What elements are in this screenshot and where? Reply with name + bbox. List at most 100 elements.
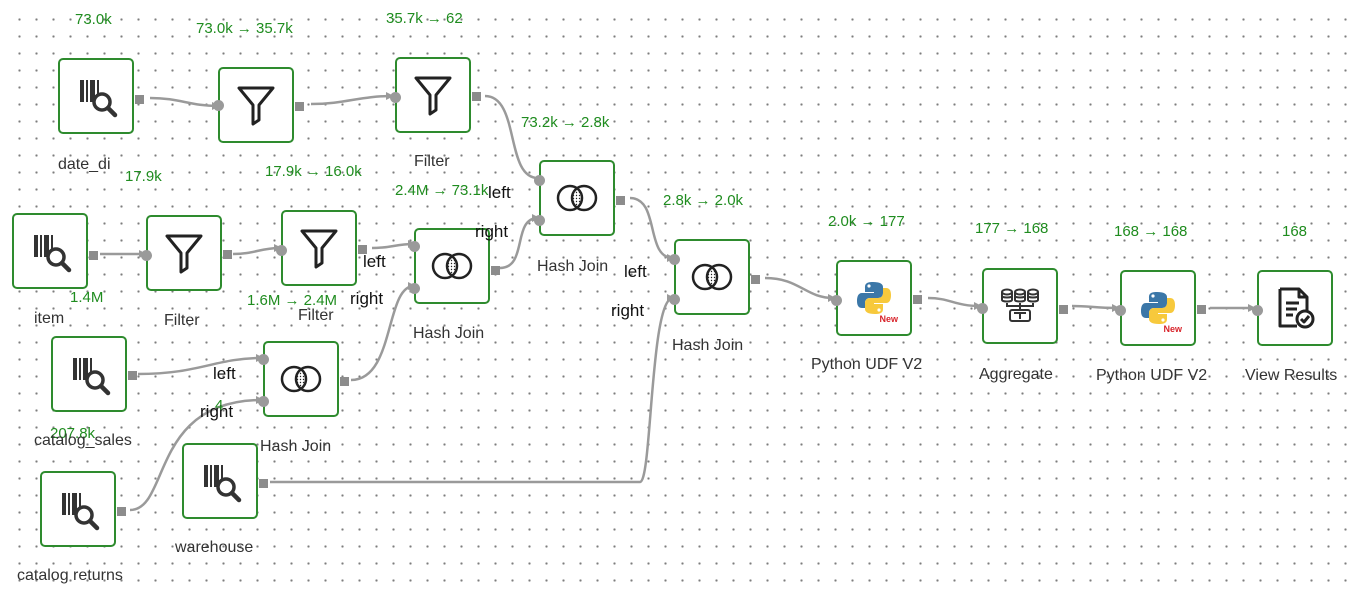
input-port[interactable] [213, 100, 224, 111]
table-scan-icon [26, 227, 74, 275]
node-label: date_di [58, 156, 111, 173]
node-stat: 1.6M → 2.4M [247, 292, 338, 309]
input-port-left[interactable] [409, 241, 420, 252]
output-port[interactable] [472, 92, 481, 101]
input-port[interactable] [831, 295, 842, 306]
table-scan-icon [72, 72, 120, 120]
node-stat: 2.4M → 73.1k [395, 182, 489, 199]
node-catalog-returns[interactable] [40, 471, 126, 547]
output-port[interactable] [295, 102, 304, 111]
output-port[interactable] [340, 377, 349, 386]
output-port[interactable] [1059, 305, 1068, 314]
node-stat: 35.7k → 62 [386, 10, 463, 27]
output-port[interactable] [491, 266, 500, 275]
port-label-right: right [200, 402, 234, 421]
input-port[interactable] [141, 250, 152, 261]
node-hash-join[interactable] [669, 239, 760, 315]
node-stat: 1.4M [70, 289, 104, 306]
node-label: item [34, 310, 65, 327]
node-filter[interactable] [276, 210, 367, 286]
filter-icon [236, 84, 276, 126]
node-stat: 2.0k → 177 [828, 213, 905, 230]
output-port[interactable] [358, 245, 367, 254]
node-hash-join[interactable] [534, 160, 625, 236]
output-port[interactable] [135, 95, 144, 104]
new-badge: New [1163, 324, 1182, 334]
port-label-left: left [363, 252, 386, 271]
node-stat: 207.8k [50, 425, 96, 442]
view-results-icon [1275, 286, 1315, 330]
node-view-results[interactable] [1252, 270, 1333, 346]
node-date-dim[interactable] [58, 58, 144, 134]
input-port-right[interactable] [258, 396, 269, 407]
port-label-left: left [488, 183, 511, 202]
node-catalog-sales[interactable] [51, 336, 137, 412]
node-stat: 168 → 168 [1114, 223, 1188, 240]
node-stat: 73.0k → 35.7k [196, 20, 293, 37]
node-stat: 17.9k [125, 168, 162, 185]
new-badge: New [879, 314, 898, 324]
node-label: Python UDF V2 [811, 356, 923, 373]
output-port[interactable] [1197, 305, 1206, 314]
node-stat: 17.9k → 16.0k [265, 163, 362, 180]
venn-join-icon [278, 363, 324, 395]
output-port[interactable] [259, 479, 268, 488]
input-port-left[interactable] [258, 354, 269, 365]
node-label: Hash Join [260, 438, 332, 455]
input-port-right[interactable] [534, 215, 545, 226]
node-stat: 168 [1282, 223, 1308, 240]
input-port[interactable] [390, 92, 401, 103]
node-filter[interactable] [141, 215, 232, 291]
node-label: Hash Join [413, 325, 485, 342]
input-port-right[interactable] [669, 294, 680, 305]
node-label: Hash Join [672, 337, 744, 354]
output-port[interactable] [89, 251, 98, 260]
port-label-left: left [213, 364, 236, 383]
input-port-right[interactable] [409, 283, 420, 294]
input-port[interactable] [1252, 305, 1263, 316]
output-port[interactable] [117, 507, 126, 516]
input-port[interactable] [276, 245, 287, 256]
python-icon [856, 280, 892, 316]
node-label: warehouse [175, 539, 254, 556]
node-label: Python UDF V2 [1096, 367, 1208, 384]
output-port[interactable] [913, 295, 922, 304]
node-filter[interactable] [390, 57, 481, 133]
port-label-left: left [624, 262, 647, 281]
node-label: Filter [414, 153, 450, 170]
output-port[interactable] [223, 250, 232, 259]
node-warehouse[interactable] [182, 443, 268, 519]
venn-join-icon [689, 261, 735, 293]
node-stat: 177 → 168 [975, 220, 1049, 237]
node-label: Hash Join [537, 258, 609, 275]
port-label-right: right [350, 289, 384, 308]
aggregate-icon [998, 286, 1042, 326]
table-scan-icon [54, 485, 102, 533]
node-python-udf[interactable]: New [831, 260, 922, 336]
output-port[interactable] [128, 371, 137, 380]
venn-join-icon [554, 182, 600, 214]
port-label-right: right [475, 222, 509, 241]
node-item[interactable] [12, 213, 98, 289]
input-port[interactable] [977, 303, 988, 314]
table-scan-icon [65, 350, 113, 398]
node-filter[interactable] [213, 67, 304, 143]
python-icon [1140, 290, 1176, 326]
node-stat: 4 [215, 397, 224, 414]
node-python-udf[interactable]: New [1115, 270, 1206, 346]
input-port-left[interactable] [534, 175, 545, 186]
node-hash-join[interactable] [258, 341, 349, 417]
node-aggregate[interactable] [977, 268, 1068, 344]
input-port-left[interactable] [669, 254, 680, 265]
venn-join-icon [429, 250, 475, 282]
input-port[interactable] [1115, 305, 1126, 316]
filter-icon [413, 74, 453, 116]
port-label-right: right [611, 301, 645, 320]
filter-icon [164, 232, 204, 274]
node-label: Filter [164, 312, 200, 329]
node-label: View Results [1245, 367, 1338, 384]
table-scan-icon [196, 457, 244, 505]
node-hash-join[interactable] [409, 228, 500, 304]
output-port[interactable] [751, 275, 760, 284]
output-port[interactable] [616, 196, 625, 205]
